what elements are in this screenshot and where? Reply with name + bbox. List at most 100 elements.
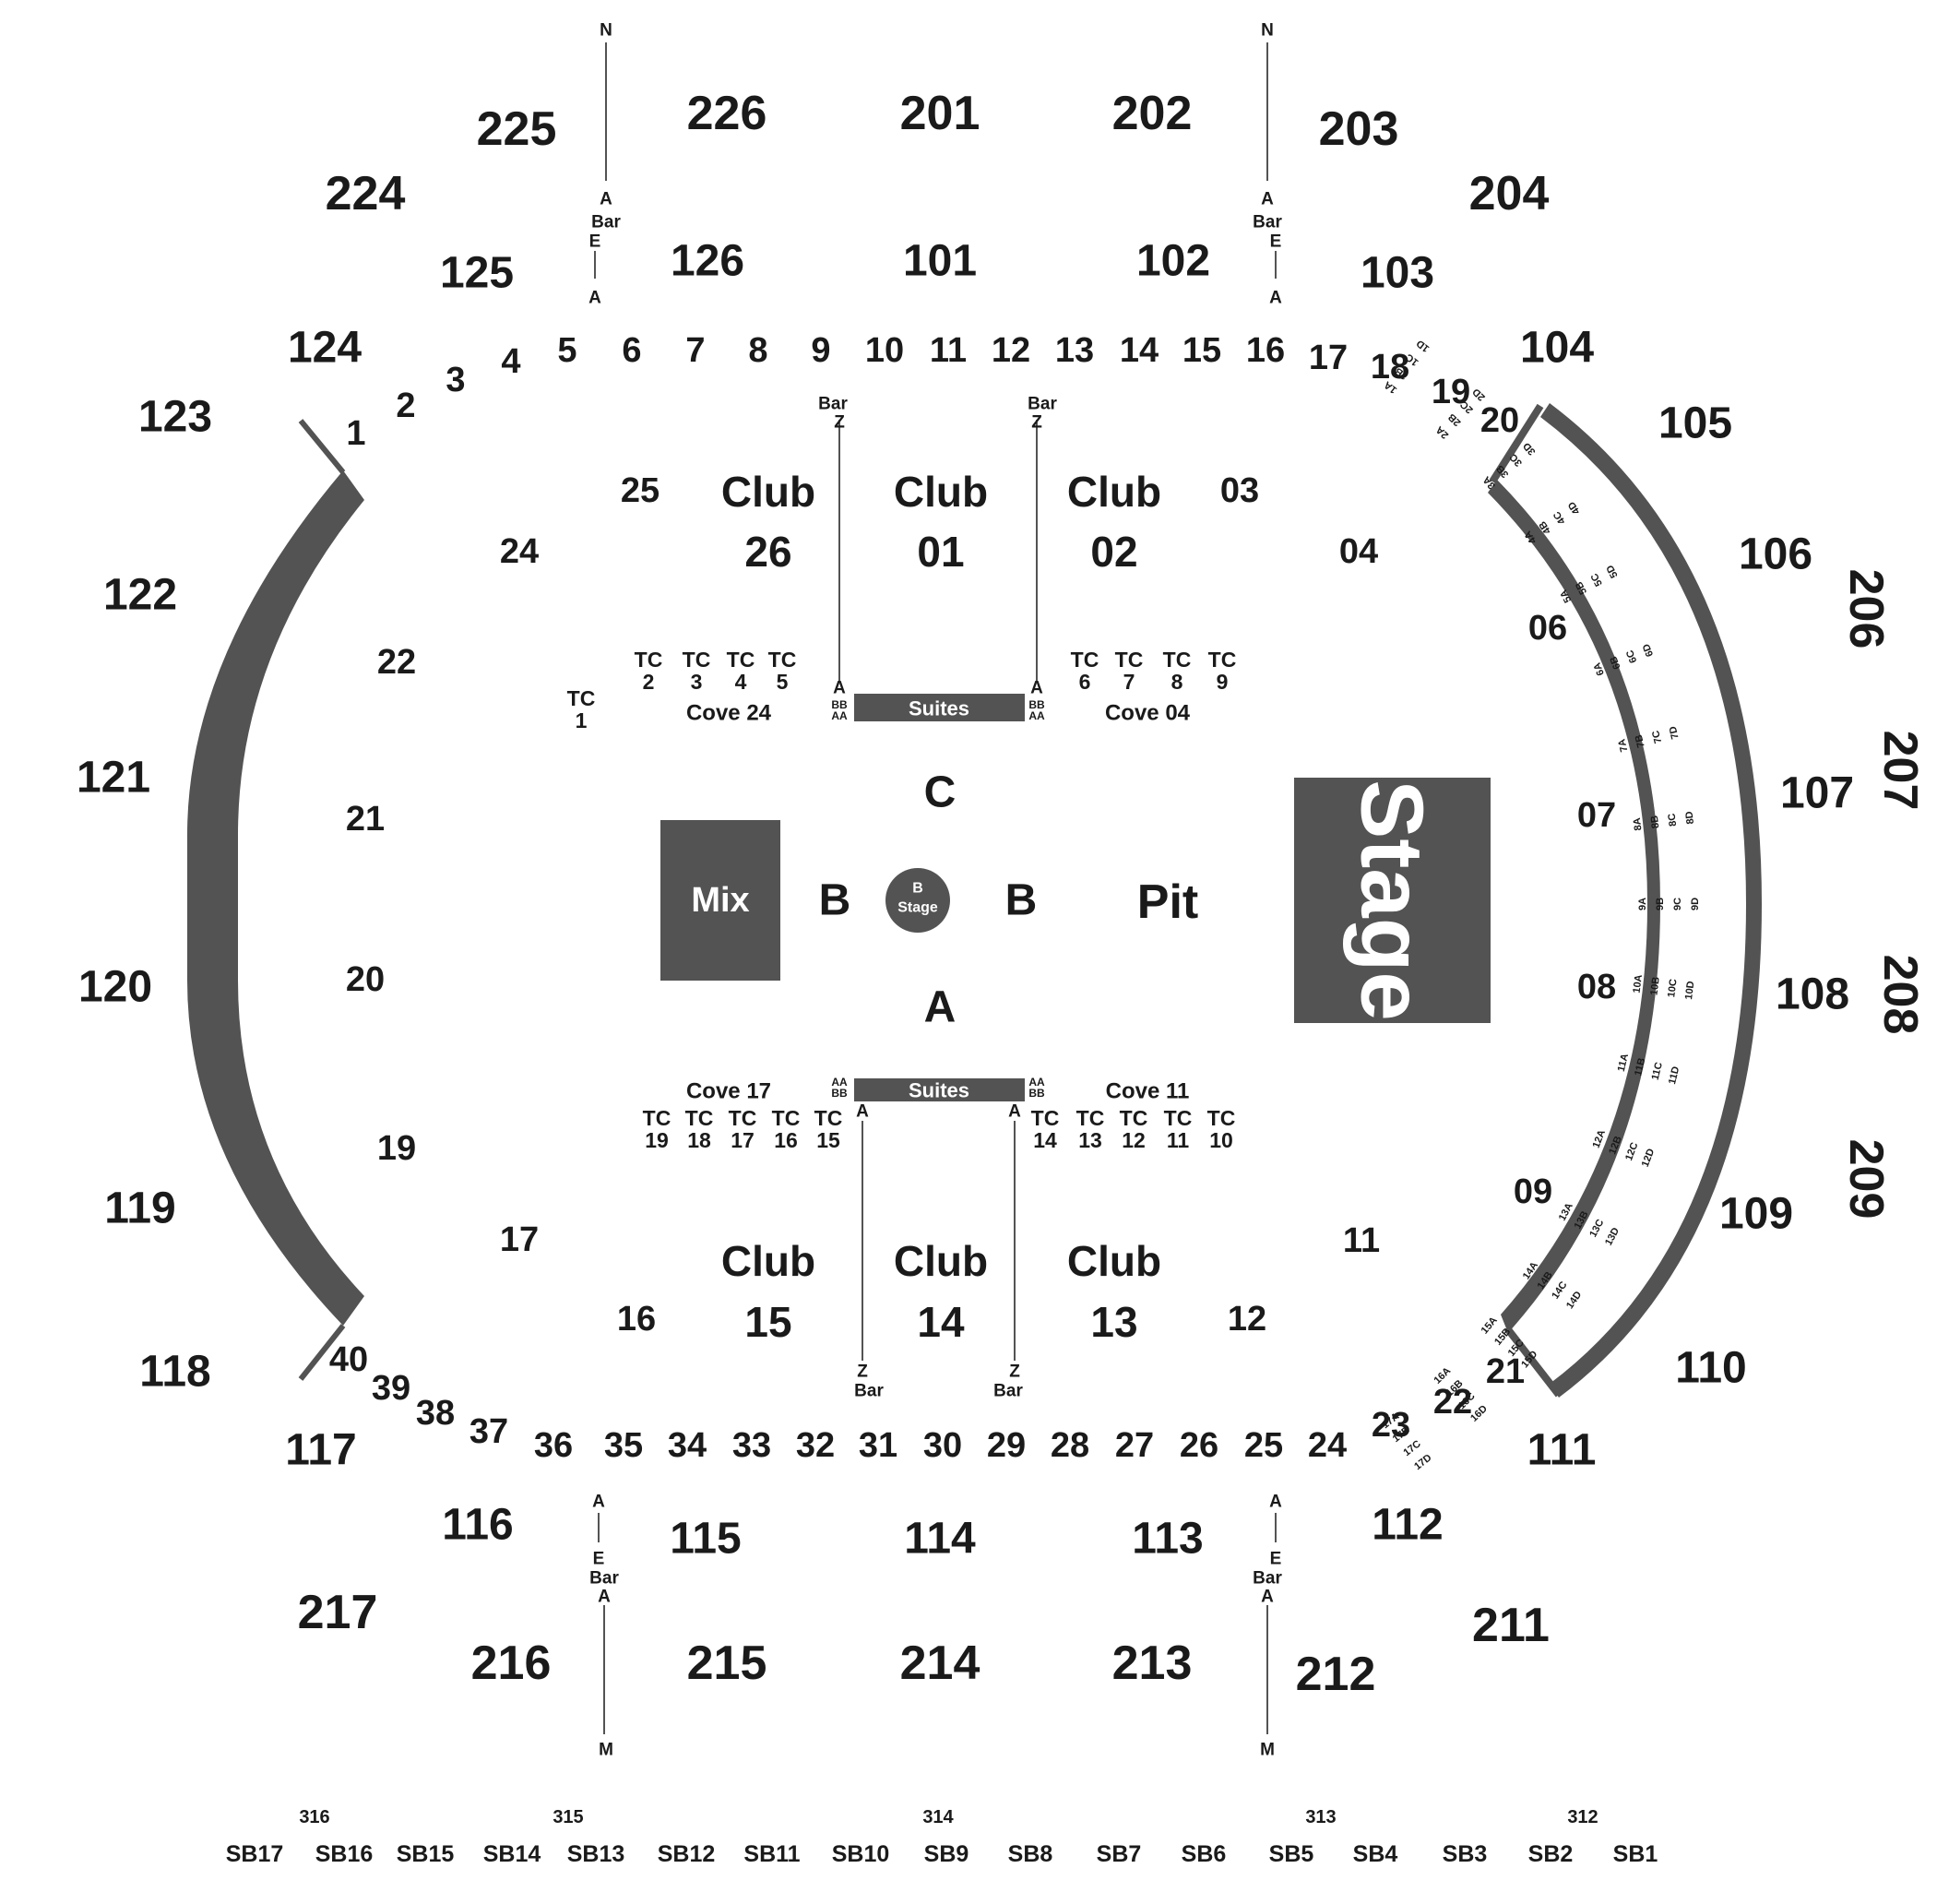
section-316: 316 — [299, 1807, 329, 1827]
right-band-cap-bottom — [1503, 1326, 1563, 1398]
section-314: 314 — [922, 1807, 954, 1827]
mix-label: Mix — [691, 881, 749, 920]
bar-marker-aa: AA — [1028, 709, 1045, 722]
club-01-word: Club — [894, 468, 988, 516]
tc-15-number: 15 — [816, 1128, 840, 1152]
seat-7B: 7B — [1634, 733, 1647, 749]
floor-row-number-13: 13 — [1055, 331, 1094, 370]
tc-prefix: TC — [1208, 648, 1237, 672]
section-110: 110 — [1675, 1344, 1746, 1393]
floor-row-number-8: 8 — [748, 331, 767, 370]
floor-section-b-right: B — [1005, 876, 1038, 925]
floor-row-number-39: 39 — [372, 1369, 410, 1408]
section-119: 119 — [104, 1184, 175, 1233]
seat-10B: 10B — [1648, 976, 1661, 996]
floor-row-number-35: 35 — [604, 1426, 643, 1465]
seat-2D: 2D — [1470, 386, 1487, 402]
suite-box-SB4: SB4 — [1353, 1841, 1398, 1867]
compass-n-left: N — [600, 21, 612, 41]
pit-label: Pit — [1137, 875, 1198, 929]
section-108: 108 — [1776, 970, 1849, 1019]
seat-5D: 5D — [1604, 563, 1620, 579]
right-seating-band — [1488, 403, 1762, 1398]
seat-12C: 12C — [1623, 1141, 1640, 1162]
tc-prefix: TC — [772, 1106, 801, 1130]
compass-n-right: N — [1261, 21, 1274, 41]
tc-5-number: 5 — [777, 670, 789, 694]
suite-box-SB9: SB9 — [924, 1841, 969, 1867]
suite-box-SB8: SB8 — [1008, 1841, 1053, 1867]
floor-row-number-33: 33 — [732, 1426, 771, 1465]
section-315: 315 — [553, 1807, 583, 1827]
section-115: 115 — [670, 1515, 741, 1564]
floor-row-number-12: 12 — [992, 331, 1030, 370]
cove-section-04: 04 — [1339, 532, 1378, 571]
tc-2-number: 2 — [643, 670, 655, 694]
seat-6B: 6B — [1608, 655, 1622, 671]
club-14-number: 14 — [917, 1298, 965, 1346]
floor-row-number-24: 24 — [1308, 1426, 1347, 1465]
section-202: 202 — [1112, 87, 1193, 140]
suite-box-SB13: SB13 — [567, 1841, 625, 1867]
left-band-tip-bottom — [298, 1324, 346, 1381]
cove-section-numbers: 25 24 22 21 20 19 17 16 03 04 06 07 08 0… — [346, 471, 1616, 1339]
floor-row-number-25: 25 — [1244, 1426, 1283, 1465]
floor-row-number-20: 20 — [1480, 401, 1519, 440]
floor-row-number-16: 16 — [1246, 331, 1285, 370]
lower-sections: 125 126 101 102 103 124 104 123 105 122 … — [77, 237, 1854, 1564]
seat-15A: 15A — [1479, 1315, 1500, 1336]
section-122: 122 — [103, 571, 177, 620]
bar-marker-z: Z — [834, 413, 845, 433]
tc-prefix: TC — [1076, 1106, 1105, 1130]
bar-marker-bar: Bar — [589, 1569, 619, 1589]
upper-sections: 225 226 201 202 203 224 204 206 207 208 … — [298, 87, 1927, 1701]
tc-7-number: 7 — [1123, 670, 1135, 694]
floor-row-number-1: 1 — [346, 414, 365, 453]
bar-marker-bar: Bar — [818, 395, 848, 414]
cove-section-24: 24 — [500, 532, 539, 571]
section-211: 211 — [1472, 1599, 1550, 1652]
bar-marker-aa: AA — [1028, 1076, 1045, 1089]
floor-row-number-40: 40 — [329, 1340, 368, 1379]
cove-section-21: 21 — [346, 800, 385, 839]
section-206: 206 — [1839, 569, 1893, 649]
bar-marker-bar: Bar — [854, 1382, 884, 1401]
section-203: 203 — [1319, 102, 1399, 156]
cove-section-12: 12 — [1228, 1300, 1266, 1339]
section-114: 114 — [904, 1515, 976, 1564]
section-224: 224 — [326, 167, 406, 220]
section-111: 111 — [1527, 1426, 1597, 1475]
seat-11D: 11D — [1667, 1065, 1682, 1086]
section-109: 109 — [1719, 1190, 1793, 1239]
section-213: 213 — [1112, 1636, 1193, 1690]
tc-prefix: TC — [567, 686, 596, 710]
suites-label-top: Suites — [909, 697, 969, 720]
floor-row-number-6: 6 — [622, 331, 641, 370]
tc-prefix: TC — [729, 1106, 757, 1130]
floor-row-number-32: 32 — [796, 1426, 835, 1465]
floor-row-number-18: 18 — [1371, 348, 1409, 387]
floor-row-number-17: 17 — [1309, 339, 1348, 377]
floor-row-number-10: 10 — [865, 331, 904, 370]
seat-10D: 10D — [1683, 981, 1696, 1001]
floor-row-number-9: 9 — [811, 331, 830, 370]
section-225: 225 — [477, 102, 557, 156]
floor-row-number-31: 31 — [859, 1426, 897, 1465]
floor-row-number-19: 19 — [1432, 373, 1470, 411]
club-13-word: Club — [1067, 1237, 1161, 1285]
floor-row-number-14: 14 — [1120, 331, 1159, 370]
cove-section-07: 07 — [1577, 796, 1616, 835]
section-201: 201 — [900, 87, 980, 140]
bar-marker-bar: Bar — [1028, 395, 1057, 414]
seat-3D: 3D — [1521, 440, 1538, 458]
section-216: 216 — [471, 1636, 552, 1690]
bar-marker-a: A — [833, 679, 846, 698]
bar-marker-a: A — [588, 289, 601, 308]
tc-prefix: TC — [683, 648, 711, 672]
section-105: 105 — [1658, 399, 1732, 448]
bar-marker-a: A — [1261, 1588, 1274, 1607]
cove-section-22: 22 — [377, 643, 416, 682]
seat-17D: 17D — [1412, 1452, 1433, 1472]
